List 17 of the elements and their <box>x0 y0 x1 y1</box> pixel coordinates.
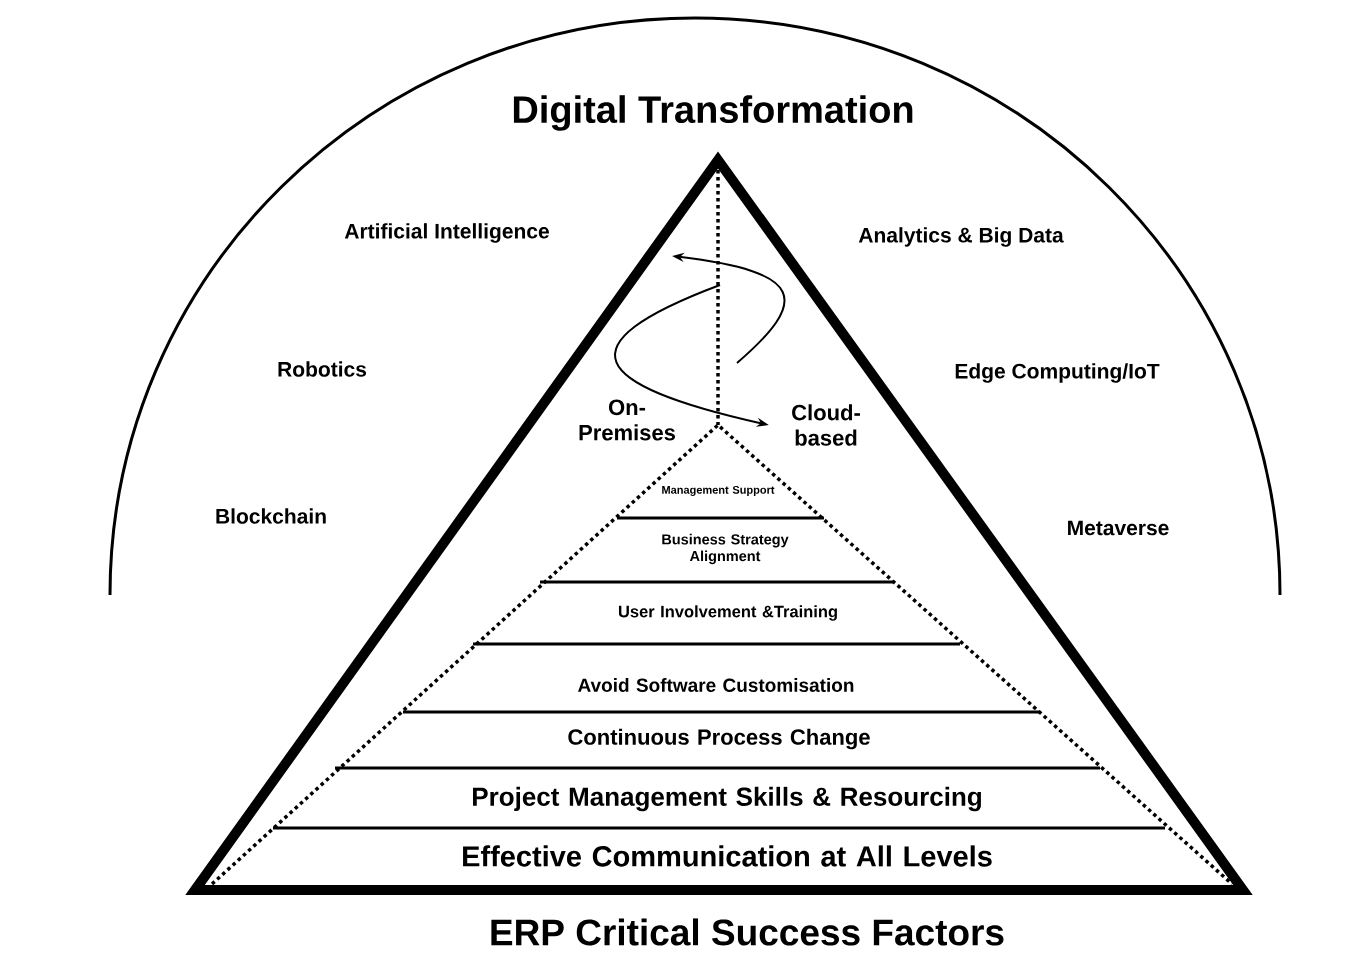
technology-label: Blockchain <box>216 508 326 524</box>
pyramid-layer: Continuous Process Change <box>568 728 870 750</box>
pyramid-layer: Project Management Skills & Resourcing <box>473 786 981 812</box>
caption: ERP Critical Success Factors <box>491 918 1004 946</box>
technology-label: Analytics & Big Data <box>858 227 1064 247</box>
deployment-label: On- Premises <box>579 399 675 441</box>
technology-label: Artificial Intelligence <box>344 223 549 243</box>
technology-label: Edge Computing/IoT <box>955 363 1160 383</box>
technology-label: Metaverse <box>1068 520 1169 536</box>
technology-label: Robotics <box>278 361 367 377</box>
pyramid-layer: User Involvement &Training <box>618 605 837 621</box>
deployment-label: Cloud- based <box>792 404 860 446</box>
title: Digital Transformation <box>513 95 913 131</box>
pyramid-layer: Avoid Software Customisation <box>578 678 854 692</box>
pyramid-layer: Management Support <box>662 486 775 496</box>
pyramid-layer: Effective Communication at All Levels <box>463 845 992 867</box>
pyramid-layer: Business Strategy Alignment <box>662 533 789 565</box>
